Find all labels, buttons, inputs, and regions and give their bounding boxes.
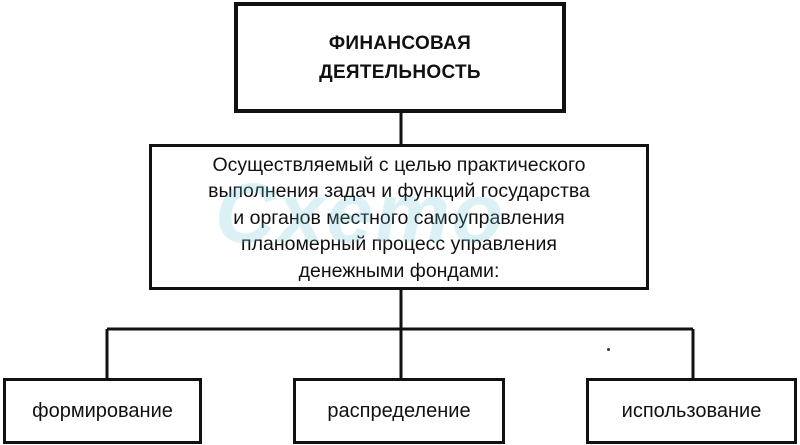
- branch-box-distribution: распределение: [293, 378, 505, 444]
- scan-speck: [607, 348, 610, 351]
- root-box: ФИНАНСОВАЯ ДЕЯТЕЛЬНОСТЬ: [234, 2, 566, 113]
- branch-label-formation: формирование: [32, 399, 173, 422]
- definition-box: Осуществляемый с целью практического вып…: [149, 144, 649, 290]
- branch-label-distribution: распределение: [327, 399, 471, 422]
- branch-box-usage: использование: [586, 378, 797, 444]
- definition-text: Осуществляемый с целью практического вып…: [208, 153, 590, 282]
- branch-label-usage: использование: [621, 399, 762, 422]
- root-title: ФИНАНСОВАЯ ДЕЯТЕЛЬНОСТЬ: [319, 32, 481, 83]
- branch-box-formation: формирование: [3, 378, 202, 444]
